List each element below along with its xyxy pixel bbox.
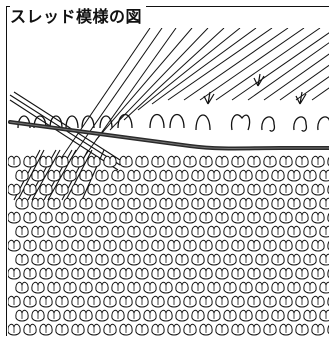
fabric-stitch bbox=[319, 169, 329, 182]
figure-frame bbox=[6, 6, 329, 336]
fabric-stitch bbox=[327, 297, 329, 306]
thread-yarn bbox=[8, 120, 329, 151]
fabric-stitch bbox=[327, 213, 329, 222]
fabric-stitch bbox=[327, 157, 329, 166]
knitted-fabric bbox=[8, 155, 329, 336]
fabric-stitch bbox=[327, 269, 329, 278]
figure-title: スレッド模様の図 bbox=[10, 6, 147, 28]
fabric-stitch bbox=[319, 225, 329, 238]
fabric-stitch bbox=[319, 197, 329, 210]
needle-lines bbox=[59, 28, 329, 161]
fabric-stitch bbox=[319, 309, 329, 322]
direction-arrows bbox=[203, 73, 307, 105]
fabric-stitch bbox=[327, 241, 329, 250]
fabric-stitch bbox=[327, 325, 329, 334]
top-loop-row bbox=[17, 113, 329, 132]
fabric-stitch bbox=[319, 253, 329, 266]
fabric-stitch bbox=[319, 281, 329, 294]
fabric-stitch bbox=[327, 185, 329, 194]
